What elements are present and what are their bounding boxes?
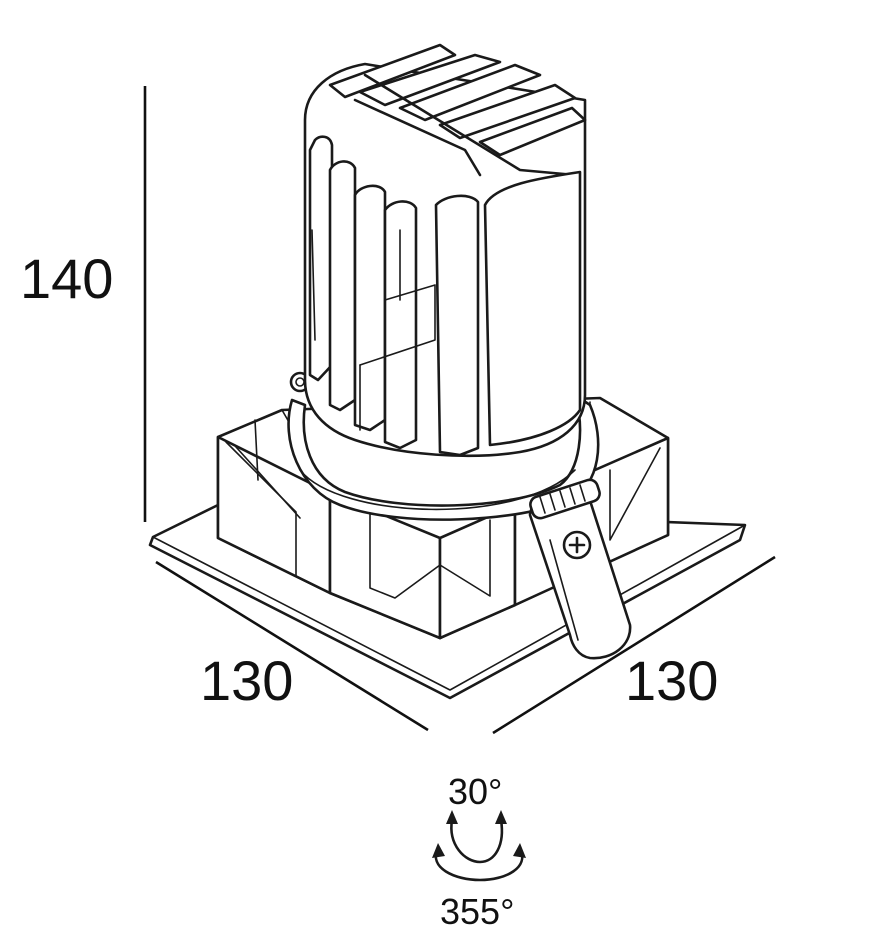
right-width-dimension-line <box>492 555 776 735</box>
turn-angle-label: 355° <box>440 891 514 932</box>
left-width-dimension-line <box>155 560 429 732</box>
width-left-label: 130 <box>200 649 293 712</box>
width-right-label: 130 <box>625 649 718 712</box>
height-label: 140 <box>20 247 113 310</box>
lamp-body <box>303 43 587 458</box>
tilt-arrow-right-icon <box>495 810 507 824</box>
tilt-arrow-left-icon <box>446 810 458 824</box>
rotation-symbol <box>432 810 526 882</box>
dimension-lines <box>143 86 776 735</box>
turn-arrow-left-icon <box>432 843 445 858</box>
turn-arrow-right-icon <box>513 843 526 858</box>
tilt-arc <box>450 818 504 864</box>
turn-arc <box>434 846 524 882</box>
tilt-angle-label: 30° <box>448 771 502 812</box>
gimbal-ring <box>287 371 600 521</box>
spring-clip <box>528 478 632 660</box>
